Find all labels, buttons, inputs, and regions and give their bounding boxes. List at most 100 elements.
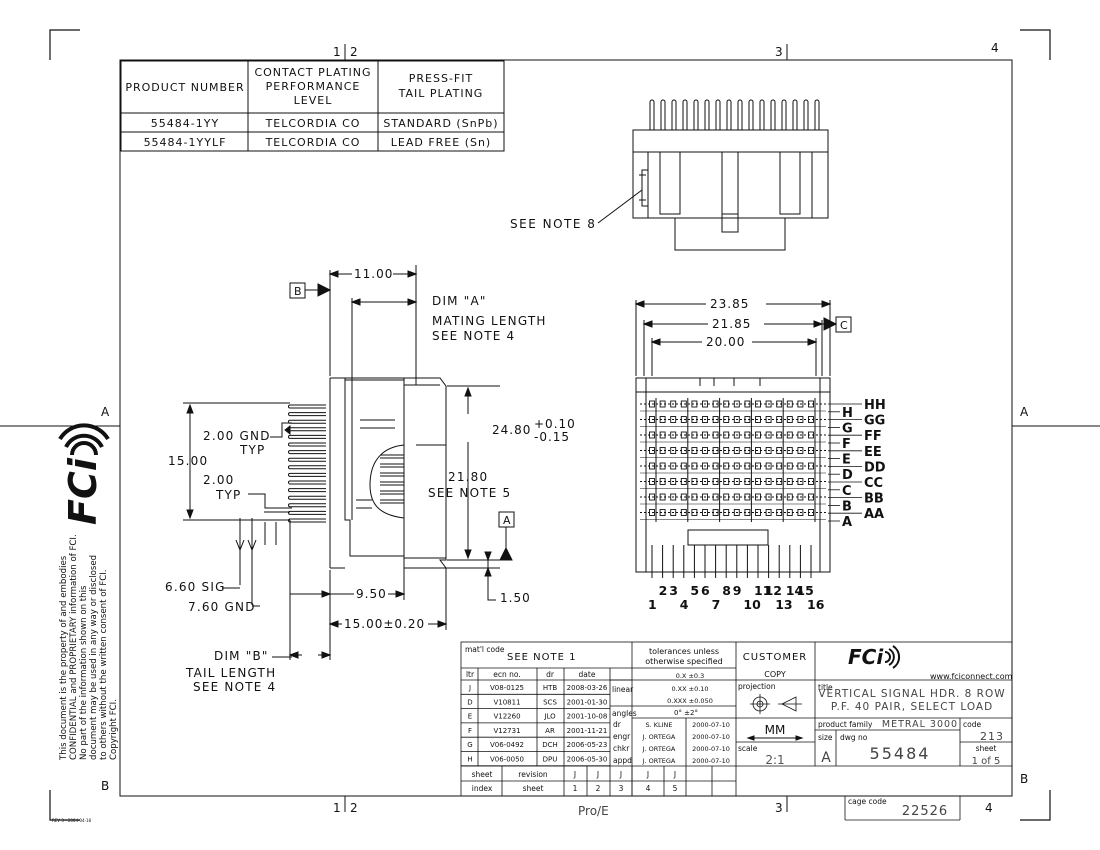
row-label: HH [864,398,886,413]
sheet-value: 1 of 5 [972,756,1001,767]
column-label-bottom: 1 [648,597,657,612]
revision-cell: J [468,684,471,692]
dim-11: 11.00 [354,267,393,281]
revision-cell: 2001-11-21 [567,727,608,735]
side-view-tail-pin [288,427,326,432]
contact-cell [765,400,772,408]
revision-cell: HTB [543,684,558,692]
side-view-tail-pin [288,465,326,470]
side-view-tail-pin [288,442,326,447]
contact-cell [723,493,730,501]
contact-cell [786,462,793,470]
sheet-row-label: sheet [472,770,493,779]
contact-cell [733,416,740,423]
side-view: B 11.00 DIM "A" MATING LENGTH SEE NOTE 4… [165,265,576,694]
contact-cell [808,509,814,516]
contact-cell [808,447,814,454]
product-table-cell: 55484-1YYLF [144,136,227,149]
approval-role: chkr [613,744,630,753]
contact-cell [670,493,677,501]
cage-code-label: cage code [848,797,887,806]
contact-cell [786,478,793,485]
contact-cell [765,493,772,501]
contact-cell [765,447,772,454]
approval-date: 2000-07-10 [692,721,730,729]
product-family-value: METRAL 3000 [882,719,958,730]
contact-cell [670,478,677,485]
column-ticks [651,545,812,578]
side-view-contact [380,454,404,459]
product-table-cell: 55484-1YY [151,117,219,130]
product-table-cell: TELCORDIA CO [265,117,361,130]
contact-cell [765,416,772,423]
dim-20-00: 20.00 [706,335,745,349]
code-value: 213 [980,730,1004,743]
approval-role: appd [613,756,632,765]
contact-cell [744,400,751,408]
contact-cell [797,431,804,439]
contact-cell [659,509,666,516]
column-label-top: 12 [765,583,782,598]
side-view-contact [380,472,404,477]
zone-left-a: A [101,405,110,419]
sheet-label: sheet [976,744,997,753]
contact-cell [680,478,687,485]
dim-21-80-note: SEE NOTE 5 [428,486,511,500]
row-label: B [842,499,852,514]
approval-date: 2000-07-10 [692,757,730,765]
revision-cell: V08-0125 [490,684,524,692]
matl-value: SEE NOTE 1 [507,652,576,663]
contact-cell [786,431,793,439]
top-view: SEE NOTE 8 [510,99,829,251]
dim-b-line3: SEE NOTE 4 [193,680,276,694]
revision-cell: D [467,698,472,706]
contact-cell [723,478,730,485]
column-label-top: 8 [722,583,731,598]
contact-cell [808,400,814,408]
contact-cell [649,493,655,501]
revision-cell: DCH [542,741,558,749]
approval-role: dr [613,720,622,729]
column-label-top: 15 [796,583,813,598]
angles-value: 0° ±2° [674,709,698,717]
sheet2-label: sheet [523,784,544,793]
side-view-tail-pin [288,472,326,477]
zone-bottom-4: 4 [985,801,993,815]
approval-name: S. KLINE [645,721,672,729]
contact-cell [797,416,804,423]
contact-cell [765,462,772,470]
end-view: 23.85 21.85 C 20.00 HHHGGGFFFEEEDDDCCCBB… [634,297,886,612]
row-label: C [842,484,852,499]
contact-cell [712,493,719,501]
contact-cell [712,400,719,408]
top-view-pins [649,99,820,130]
dwg-value: 55484 [870,744,931,763]
sheet-number-cell: 3 [619,784,624,793]
contact-cell [691,509,698,516]
dim-a-line2: MATING LENGTH [432,314,547,328]
top-view-pin [748,99,754,130]
row-label: GG [864,414,885,429]
side-view-tail-pin [288,404,326,409]
side-view-tail-pin [288,412,326,417]
linear-value-1: 0.X ±0.3 [676,672,705,680]
contact-cell [702,431,708,439]
contact-cell [649,478,655,485]
contact-cell [733,447,740,454]
dim-24-tol-plus: +0.10 [534,417,576,431]
contact-cell [744,478,751,485]
column-label-bottom: 10 [743,597,761,612]
revision-cell: V10811 [493,698,520,706]
contact-cell [755,509,761,516]
contact-cell [670,416,677,423]
datum-a-label: A [503,514,511,527]
zone-right-b: B [1020,772,1028,786]
matl-label: mat'l code [465,645,505,654]
dim-24-80: 24.80 [492,423,531,437]
contact-cell [765,478,772,485]
contact-cell [691,447,698,454]
contact-cell [680,400,687,408]
zone-right-a: A [1020,405,1029,419]
